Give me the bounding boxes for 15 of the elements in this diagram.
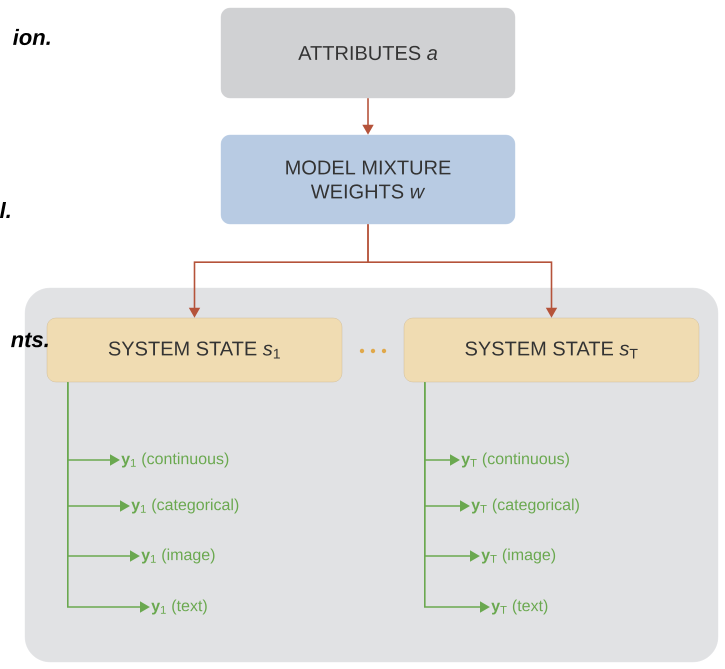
output-label: y$_{T}$ (continuous) bbox=[461, 452, 569, 468]
cut-off-text: l. bbox=[0, 202, 10, 218]
output-label: y$_{1}$ (image) bbox=[141, 548, 214, 564]
state-box: SYSTEM STATE s$_{T}$ bbox=[404, 318, 700, 382]
output-label: y$_{T}$ (categorical) bbox=[471, 498, 579, 514]
cut-off-text: ion. bbox=[13, 28, 50, 46]
cut-off-text: nts. bbox=[11, 332, 48, 348]
output-label: y$_{1}$ (continuous) bbox=[121, 452, 228, 468]
output-label: y$_{T}$ (text) bbox=[491, 600, 548, 614]
attribute-box: ATTRIBUTES a bbox=[220, 8, 516, 98]
state-box: SYSTEM STATE s$_{1}$ bbox=[46, 318, 342, 382]
weights-box: MODEL MIXTURE WEIGHTS w bbox=[220, 134, 516, 224]
output-label: y$_{1}$ (categorical) bbox=[131, 498, 238, 514]
output-label: y$_{T}$ (image) bbox=[481, 548, 556, 564]
output-label: y$_{1}$ (text) bbox=[151, 600, 207, 614]
